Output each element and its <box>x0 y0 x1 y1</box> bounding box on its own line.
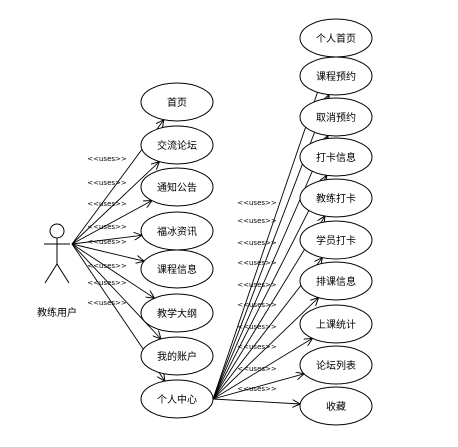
use-case-label: 首页 <box>167 96 187 109</box>
use-case-label: 上课统计 <box>316 318 356 331</box>
uses-stereotype-label: <<uses>> <box>87 200 127 208</box>
use-case-ellipse <box>299 261 373 301</box>
use-case-label: 课程预约 <box>316 70 356 83</box>
uses-connector <box>212 136 328 400</box>
use-case-ellipse <box>299 386 373 426</box>
use-case-student-checkin[interactable]: 学员打卡 <box>299 220 373 260</box>
actor-label: 教练用户 <box>37 306 77 319</box>
use-case-ellipse <box>140 293 214 333</box>
use-case-ellipse <box>140 82 214 122</box>
use-case-cancel-booking[interactable]: 取消预约 <box>299 97 373 137</box>
right-use-cases: 个人首页 课程预约 取消预约 打卡信息 教练打卡 学员打卡 排课信息 上课统计 <box>299 18 373 426</box>
uses-stereotype-label: <<uses>> <box>237 199 277 207</box>
actor-left-leg <box>44 263 58 284</box>
use-case-coach-checkin[interactable]: 教练打卡 <box>299 178 373 218</box>
use-case-class-stats[interactable]: 上课统计 <box>299 304 373 344</box>
uses-connector <box>71 201 152 245</box>
use-case-forum[interactable]: 交流论坛 <box>140 125 214 165</box>
use-case-favorites[interactable]: 收藏 <box>299 386 373 426</box>
use-case-notice[interactable]: 通知公告 <box>140 167 214 207</box>
use-case-my-account[interactable]: 我的账户 <box>140 336 214 376</box>
uses-connector <box>71 162 159 245</box>
use-case-schedule-info[interactable]: 排课信息 <box>299 261 373 301</box>
uses-stereotype-label: <<uses>> <box>237 365 277 373</box>
uses-stereotype-label: <<uses>> <box>87 223 127 231</box>
use-case-label: 教学大纲 <box>157 307 197 320</box>
use-case-label: 教练打卡 <box>316 192 356 205</box>
uses-stereotype-label: <<uses>> <box>237 239 277 247</box>
use-case-personal-center[interactable]: 个人中心 <box>140 379 214 419</box>
actor-right-leg <box>56 263 70 284</box>
actor: 教练用户 <box>37 223 77 319</box>
uses-stereotype-label: <<uses>> <box>87 179 127 187</box>
uses-stereotype-label: <<uses>> <box>237 385 277 393</box>
use-case-ellipse <box>299 304 373 344</box>
uses-connector <box>212 298 319 400</box>
uses-connector <box>71 243 144 261</box>
use-case-course-booking[interactable]: 课程预约 <box>299 56 373 96</box>
use-case-label: 个人中心 <box>157 393 197 406</box>
use-case-label: 排课信息 <box>316 275 356 288</box>
use-case-syllabus[interactable]: 教学大纲 <box>140 293 214 333</box>
use-case-ellipse <box>140 249 214 289</box>
uses-stereotype-label: <<uses>> <box>87 299 127 307</box>
uses-stereotype-label: <<uses>> <box>237 281 277 289</box>
uses-connector <box>71 235 142 245</box>
uses-stereotype-label: <<uses>> <box>237 323 277 331</box>
use-case-ellipse <box>299 345 373 385</box>
use-case-label: 福冰资讯 <box>157 225 197 238</box>
use-case-checkin-info[interactable]: 打卡信息 <box>299 137 373 177</box>
uses-stereotype-label: <<uses>> <box>237 217 277 225</box>
connectors <box>71 57 330 404</box>
use-case-label: 通知公告 <box>157 181 197 194</box>
use-case-ellipse <box>140 167 214 207</box>
uses-connector <box>212 374 304 400</box>
uses-connector <box>71 243 155 298</box>
use-case-home[interactable]: 首页 <box>140 82 214 122</box>
use-case-label: 课程信息 <box>157 263 197 276</box>
uses-stereotype-label: <<uses>> <box>87 155 127 163</box>
uses-stereotype-label: <<uses>> <box>87 279 127 287</box>
uses-connector <box>212 398 300 404</box>
use-case-label: 学员打卡 <box>316 234 356 247</box>
use-case-ellipse <box>299 97 373 137</box>
use-case-ellipse <box>140 125 214 165</box>
use-case-label: 打卡信息 <box>316 151 356 164</box>
use-case-label: 收藏 <box>326 400 346 413</box>
uses-stereotype-label: <<uses>> <box>237 343 277 351</box>
stereotype-labels: <<uses>> <<uses>> <<uses>> <<uses>> <<uses>>… <box>87 155 277 393</box>
use-case-label: 论坛列表 <box>316 359 356 372</box>
use-case-label: 个人首页 <box>316 32 356 45</box>
use-case-label: 我的账户 <box>157 350 197 363</box>
uses-stereotype-label: <<uses>> <box>237 259 277 267</box>
use-case-forum-list[interactable]: 论坛列表 <box>299 345 373 385</box>
uses-connector <box>212 338 312 400</box>
uses-stereotype-label: <<uses>> <box>87 262 127 270</box>
uses-connector <box>212 175 327 400</box>
use-case-label: 取消预约 <box>316 111 356 124</box>
use-case-ellipse <box>299 56 373 96</box>
use-case-ellipse <box>140 336 214 376</box>
use-case-ellipse <box>299 137 373 177</box>
left-use-cases: 首页 交流论坛 通知公告 福冰资讯 课程信息 教学大纲 我的账户 个人中心 <box>140 82 214 419</box>
use-case-ellipse <box>140 379 214 419</box>
uses-stereotype-label: <<uses>> <box>87 238 127 246</box>
use-case-course-info[interactable]: 课程信息 <box>140 249 214 289</box>
actor-head <box>49 223 65 239</box>
use-case-label: 交流论坛 <box>157 139 197 152</box>
use-case-ellipse <box>299 220 373 260</box>
use-case-personal-home[interactable]: 个人首页 <box>299 18 373 58</box>
uses-stereotype-label: <<uses>> <box>237 301 277 309</box>
use-case-ellipse <box>299 178 373 218</box>
use-case-ice-news[interactable]: 福冰资讯 <box>140 211 214 251</box>
